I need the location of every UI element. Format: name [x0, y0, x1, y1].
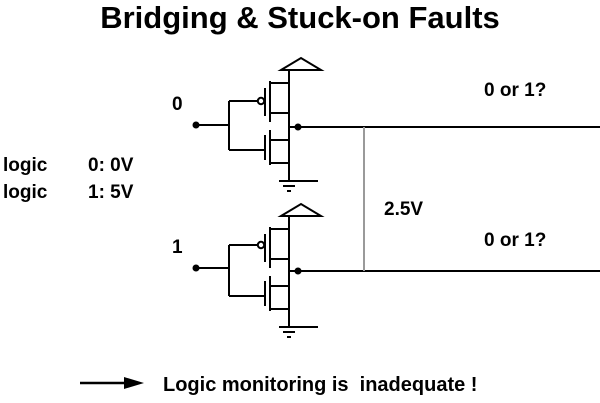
bridge-voltage-label: 2.5V [384, 199, 423, 220]
pmos-gate-bubble-bottom [256, 240, 266, 250]
input-node-top [192, 121, 200, 129]
footer-arrow [80, 377, 144, 389]
input-node-bottom [192, 264, 200, 272]
output-label-bottom: 0 or 1? [484, 230, 546, 251]
inverter-bottom [196, 202, 325, 338]
ground-symbol-bottom [279, 309, 318, 338]
ground-symbol-top [279, 163, 318, 192]
output-label-top: 0 or 1? [484, 80, 546, 101]
legend-logic-value-1: 0: 0V [88, 155, 134, 176]
arrow-head-icon [124, 377, 144, 389]
legend-logic-word-1: logic [3, 155, 48, 176]
legend-logic-word-2: logic [3, 182, 48, 203]
input-label-bottom: 1 [172, 237, 183, 258]
vdd-symbol-top [277, 56, 325, 71]
legend-logic-value-2: 1: 5V [88, 182, 134, 203]
inverter-top [196, 56, 325, 192]
nmos-top [229, 130, 289, 165]
pmos-gate-bubble-top [256, 96, 266, 106]
vdd-symbol-bottom [277, 202, 325, 217]
pmos-top [229, 81, 289, 122]
logic-legend: logic 0: 0V logic 1: 5V [3, 155, 134, 203]
input-label-top: 0 [172, 94, 183, 115]
footer-text: Logic monitoring is inadequate ! [163, 374, 477, 396]
nmos-bottom [229, 276, 289, 311]
page-title: Bridging & Stuck-on Faults [100, 0, 500, 35]
pmos-bottom [229, 227, 289, 268]
